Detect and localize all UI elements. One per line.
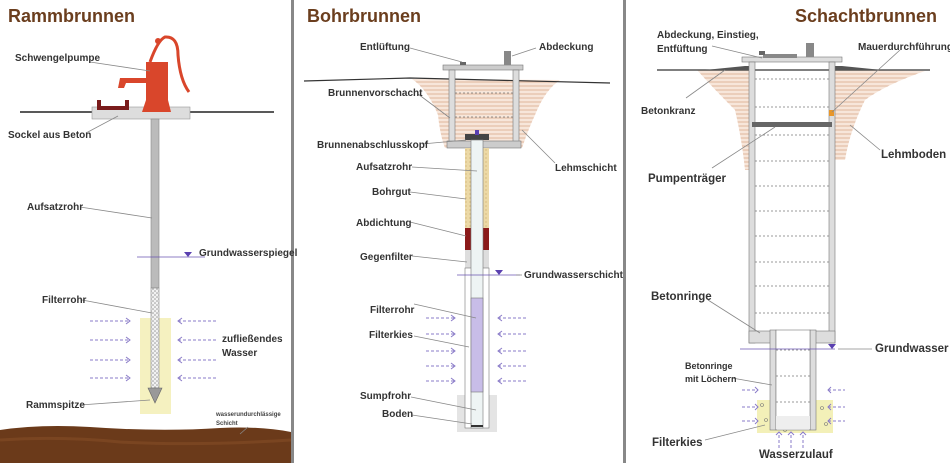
panel-title: Schachtbrunnen [795, 6, 937, 26]
label-filterrohr: Filterrohr [42, 295, 87, 306]
leader-lines [685, 45, 901, 441]
well-head [465, 134, 489, 140]
label-boden: Boden [382, 409, 413, 420]
counter-filter-left [465, 250, 471, 268]
label-pumpentraeger: Pumpenträger [648, 173, 726, 185]
water-level-icon [828, 344, 836, 349]
filter-pipe [150, 287, 160, 389]
label-vorschacht: Brunnenvorschacht [328, 88, 423, 99]
panel-schachtbrunnen: Schachtbrunnen [641, 6, 950, 461]
label-grundwasserschicht: Grundwasserschicht [524, 270, 624, 281]
label-filterrohr: Filterrohr [370, 305, 415, 316]
label-betonringe: Betonringe [651, 291, 712, 303]
panel-title: Rammbrunnen [8, 6, 135, 26]
manhole-hatch [763, 54, 797, 58]
label-abschlusskopf: Brunnenabschlusskopf [317, 140, 429, 151]
leader-lines [409, 47, 556, 425]
shaft-wall-left [448, 69, 456, 146]
ground-line [303, 77, 611, 84]
label-lehmboden: Lehmboden [881, 149, 946, 161]
label-wasser: Wasser [222, 348, 257, 359]
label-undurchlaessig: wasserundurchlässige [215, 412, 281, 418]
label-aufsatzrohr: Aufsatzrohr [356, 162, 412, 173]
filter-pipe [470, 297, 484, 393]
label-abdeckung: Abdeckung [539, 42, 593, 53]
shaft-bottom [776, 416, 810, 429]
label-betonringe-loecher-1: Betonringe [685, 361, 733, 371]
label-entlueftung: Entfüftung [657, 44, 708, 55]
panel-rammbrunnen: Rammbrunnen [0, 6, 298, 463]
counter-filter-right [483, 250, 489, 268]
label-betonringe-loecher-2: mit Löchern [685, 374, 737, 384]
panel-separator [291, 0, 294, 463]
label-mauerdurchfuehrung: Mauerdurchführung [858, 42, 950, 53]
bohrgut-right [483, 148, 489, 228]
well-head-valve [475, 130, 479, 135]
concrete-ring-joints [755, 78, 829, 314]
label-betonkranz: Betonkranz [641, 106, 695, 117]
leader-lines [79, 61, 249, 435]
label-grundwasserspiegel: Grundwasserspiegel [199, 248, 298, 259]
bohrgut-left [465, 148, 471, 228]
lower-shaft [775, 329, 811, 431]
panel-separator [623, 0, 626, 463]
cover-plate [442, 64, 524, 71]
bracket [97, 100, 129, 110]
label-schicht: Schicht [216, 421, 238, 427]
seal-left [465, 228, 471, 250]
label-zufliessendes: zufließendes [222, 334, 283, 345]
panel-title: Bohrbrunnen [307, 6, 421, 26]
label-rammspitze: Rammspitze [26, 400, 85, 411]
shaft-wall-right [828, 61, 836, 344]
label-abdichtung: Abdichtung [356, 218, 412, 229]
label-sumpfrohr: Sumpfrohr [360, 391, 411, 402]
label-schwengelpumpe: Schwengelpumpe [15, 53, 100, 64]
label-aufsatzrohr: Aufsatzrohr [27, 202, 83, 213]
label-wasserzulauf: Wasserzulauf [759, 449, 833, 461]
soil-texture [0, 436, 292, 446]
shaft-floor [446, 140, 522, 149]
label-filterkies: Filterkies [369, 330, 413, 341]
inflow-arrows [90, 317, 218, 382]
label-grundwasser: Grundwasser [875, 343, 949, 355]
shaft-wall-right [512, 69, 520, 146]
riser-pipe [150, 118, 160, 289]
pump-support-beam [752, 122, 832, 127]
clay-layer-left [697, 70, 750, 170]
lower-wall-right [809, 329, 817, 431]
label-bohrgut: Bohrgut [372, 187, 412, 198]
water-level-icon [184, 252, 192, 257]
label-lehmschicht: Lehmschicht [555, 163, 617, 174]
clay-layer-right [835, 70, 925, 160]
panel-bohrbrunnen: Bohrbrunnen [303, 6, 624, 432]
inflow-arrows [742, 386, 845, 448]
lower-wall-left [769, 329, 777, 431]
inflow-arrows [426, 314, 526, 385]
label-abdeckung-einstieg: Abdeckung, Einstieg, [657, 30, 759, 41]
vent-cap [759, 51, 765, 55]
drive-point [147, 387, 163, 404]
water-level-icon [495, 270, 503, 275]
label-sockel: Sockel aus Beton [8, 130, 91, 141]
hand-pump [118, 35, 191, 112]
vent-cap [460, 62, 466, 65]
vent-pipe [504, 51, 511, 65]
vent-pipe [806, 43, 814, 57]
seal-right [483, 228, 489, 250]
label-gegenfilter: Gegenfilter [360, 252, 413, 263]
shaft-wall-left [748, 61, 756, 344]
wall-penetration [829, 110, 834, 116]
label-filterkies: Filterkies [652, 437, 703, 449]
label-entlueftung: Entlüftung [360, 42, 410, 53]
